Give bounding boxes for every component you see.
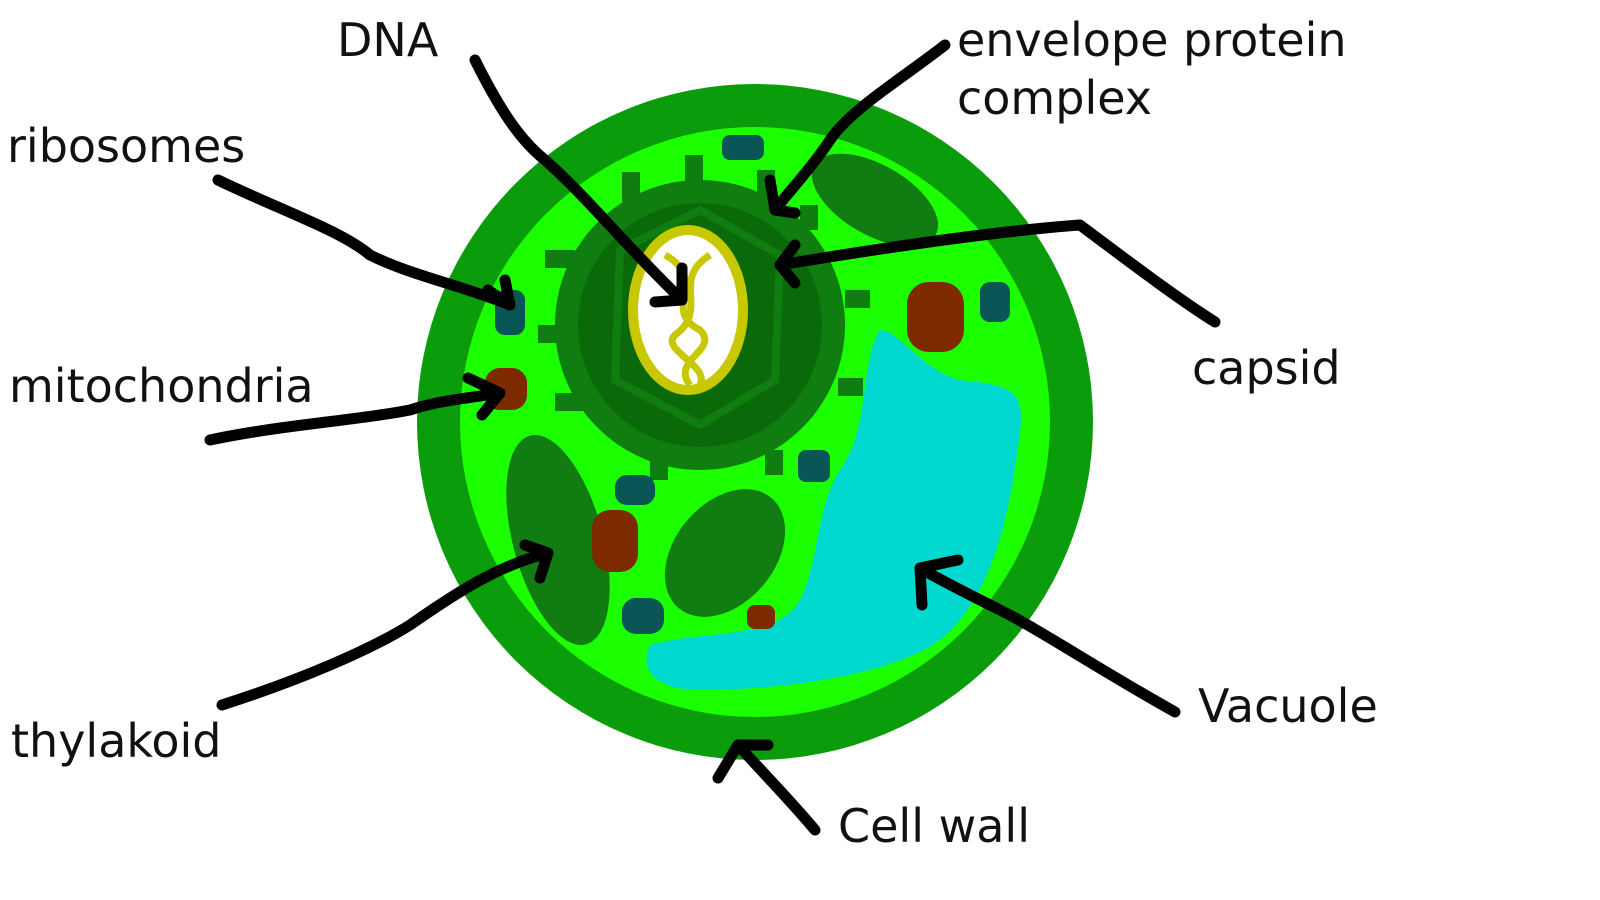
label-dna: DNA xyxy=(337,13,439,67)
label-vacuole: Vacuole xyxy=(1198,679,1378,733)
arrow-cell-wall xyxy=(712,739,821,836)
arrow-ribosomes xyxy=(212,174,516,311)
mitochondrion xyxy=(907,282,964,352)
arrow-mitochondria xyxy=(204,372,506,446)
label-mitochondria: mitochondria xyxy=(9,359,314,413)
label-envelope-protein-line1: envelope protein xyxy=(957,13,1347,67)
chloroplast xyxy=(811,153,939,247)
chloroplast xyxy=(506,435,610,645)
label-thylakoid: thylakoid xyxy=(11,714,222,768)
mitochondrion xyxy=(747,605,775,629)
label-cell-wall: Cell wall xyxy=(838,799,1030,853)
arrow-vacuole xyxy=(914,554,1181,718)
ribosome xyxy=(622,598,664,634)
label-capsid: capsid xyxy=(1192,341,1341,395)
ribosome xyxy=(615,475,655,505)
chloroplast xyxy=(664,489,786,617)
arrow-thylakoid xyxy=(216,539,554,711)
arrow-capsid xyxy=(774,219,1221,328)
label-ribosomes: ribosomes xyxy=(7,119,246,173)
arrow-dna xyxy=(469,54,688,308)
mitochondrion xyxy=(592,510,638,572)
ribosome xyxy=(980,282,1010,322)
vacuole xyxy=(646,330,1021,690)
ribosome xyxy=(722,135,764,160)
ribosome xyxy=(798,450,830,482)
arrow-envelope xyxy=(764,39,951,219)
label-envelope-protein-line2: complex xyxy=(957,71,1152,125)
